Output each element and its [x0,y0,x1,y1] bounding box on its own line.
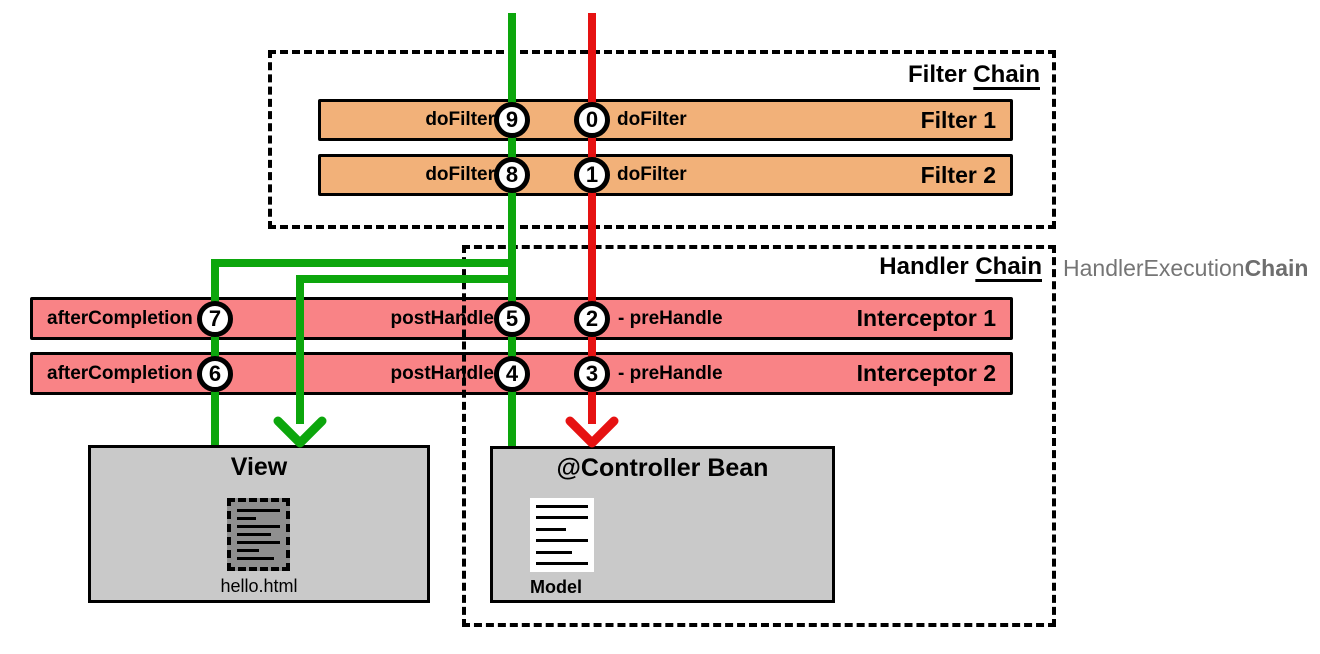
filter-chain-title-prefix: Filter [907,61,974,88]
step-circle-7: 7 [197,301,233,337]
step-circle-6: 6 [197,356,233,392]
step-circle-5: 5 [494,301,530,337]
handler-execution-chain-label: HandlerExecutionChain [1063,255,1308,282]
step-circle-3: 3 [574,356,610,392]
model-label: Model [530,577,582,597]
handler-execution-chain-label-bold: Chain [1244,255,1309,281]
step-circle-1: 1 [574,157,610,193]
model-document-icon [530,498,594,572]
view-file-name: hello.html [220,576,298,596]
handler-chain-title-prefix: Handler [879,253,976,280]
filter-chain-title: Filter Chain [908,61,1040,89]
view-box: View hello.html [88,445,430,603]
filter-2-dofilter-in-label: doFilter [617,164,687,185]
step-circle-0: 0 [574,102,610,138]
interceptor-2-prehandle-label: - preHandle [618,362,723,384]
step-circle-9: 9 [494,102,530,138]
filter-1-name: Filter 1 [920,106,996,133]
controller-bean-box: @Controller Bean Model [490,446,835,603]
view-box-title: View [230,453,288,481]
handler-chain-title: Handler Chain [879,253,1042,281]
step-circle-4: 4 [494,356,530,392]
filter-1-dofilter-in-label: doFilter [617,109,687,130]
response-arrowhead-icon [273,416,327,448]
filter-2-name: Filter 2 [920,161,996,188]
interceptor-1-posthandle-label: postHandle [390,307,494,329]
filter-2-bar: doFilter doFilter Filter 2 [318,154,1013,196]
filter-1-dofilter-out-label: doFilter [425,109,495,130]
interceptor-1-prehandle-label: - preHandle [618,307,723,329]
filter-2-dofilter-out-label: doFilter [425,164,495,185]
step-circle-2: 2 [574,301,610,337]
interceptor-2-aftercompletion-label: afterCompletion [47,362,193,384]
interceptor-1-name: Interceptor 1 [856,305,996,331]
handler-execution-chain-label-regular: HandlerExecution [1063,255,1245,281]
controller-bean-title: @Controller Bean [556,454,769,482]
interceptor-2-posthandle-label: postHandle [390,362,494,384]
view-document-icon [227,498,290,571]
filter-1-bar: doFilter doFilter Filter 1 [318,99,1013,141]
interceptor-2-name: Interceptor 2 [856,360,996,386]
filter-chain-title-underlined: Chain [973,61,1040,88]
step-circle-8: 8 [494,157,530,193]
handler-chain-title-underlined: Chain [975,253,1042,280]
interceptor-1-aftercompletion-label: afterCompletion [47,307,193,329]
request-arrowhead-icon [565,416,619,448]
